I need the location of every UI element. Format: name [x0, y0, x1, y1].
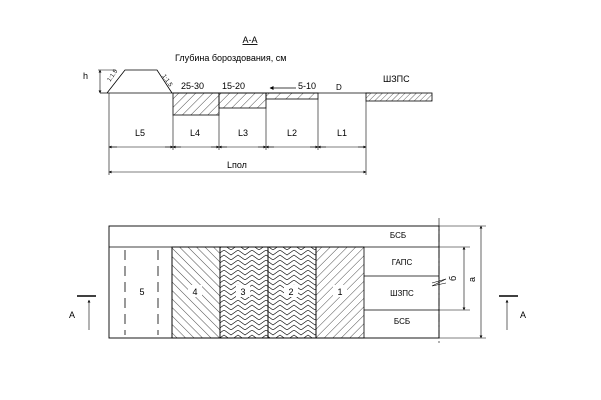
- zone-number-4: 4: [192, 287, 197, 297]
- zone-number-3: 3: [240, 287, 245, 297]
- right-label-gaps: ГАПС: [392, 258, 413, 267]
- right-label-bsb-bottom: БСБ: [394, 317, 410, 326]
- furrow-deep: [172, 92, 220, 116]
- length-L2: L2: [287, 128, 297, 138]
- right-label-shzps: ШЗПС: [390, 289, 414, 298]
- total-length-label: Lпол: [227, 160, 247, 170]
- section-title: А-А: [242, 35, 257, 45]
- label-d: D: [336, 83, 342, 92]
- plan-view: 5 4 3 2 1 БСБ ГАПС ШЗПС БСБ б a А: [69, 218, 526, 345]
- zone-number-1: 1: [337, 287, 342, 297]
- dim-b-label: б: [448, 276, 458, 281]
- length-L4: L4: [190, 128, 200, 138]
- extension-lines: [108, 93, 367, 175]
- furrow-shallow: [265, 92, 319, 100]
- length-L5: L5: [135, 128, 145, 138]
- section-view: А-А Глубина бороздования, см h 1:1.5 1:1…: [83, 35, 433, 175]
- zone-number-5: 5: [139, 287, 144, 297]
- length-L1: L1: [337, 128, 347, 138]
- cut-marker-right: А: [499, 295, 526, 330]
- cut-marker-left: А: [69, 295, 96, 330]
- shzps-strip: [365, 92, 433, 102]
- dim-a-label: a: [467, 277, 477, 282]
- depth-label-3: 5-10: [298, 81, 316, 91]
- dyke-profile: [106, 69, 173, 94]
- depth-caption: Глубина бороздования, см: [175, 53, 286, 63]
- right-label-bsb-top: БСБ: [390, 231, 406, 240]
- length-L3: L3: [238, 128, 248, 138]
- slope-label-right: 1:1.5: [160, 74, 173, 89]
- slope-label-left: 1:1.5: [107, 68, 120, 83]
- furrow-medium: [218, 92, 267, 109]
- break-mark: [431, 278, 447, 287]
- label-h: h: [83, 71, 88, 81]
- zone-number-2: 2: [288, 287, 293, 297]
- depth-label-1: 25-30: [181, 81, 204, 91]
- cut-label-right: А: [520, 310, 526, 320]
- depth-label-2: 15-20: [222, 81, 245, 91]
- zone-5: [124, 250, 159, 335]
- label-shzps-top: ШЗПС: [383, 74, 410, 84]
- cut-label-left: А: [69, 310, 75, 320]
